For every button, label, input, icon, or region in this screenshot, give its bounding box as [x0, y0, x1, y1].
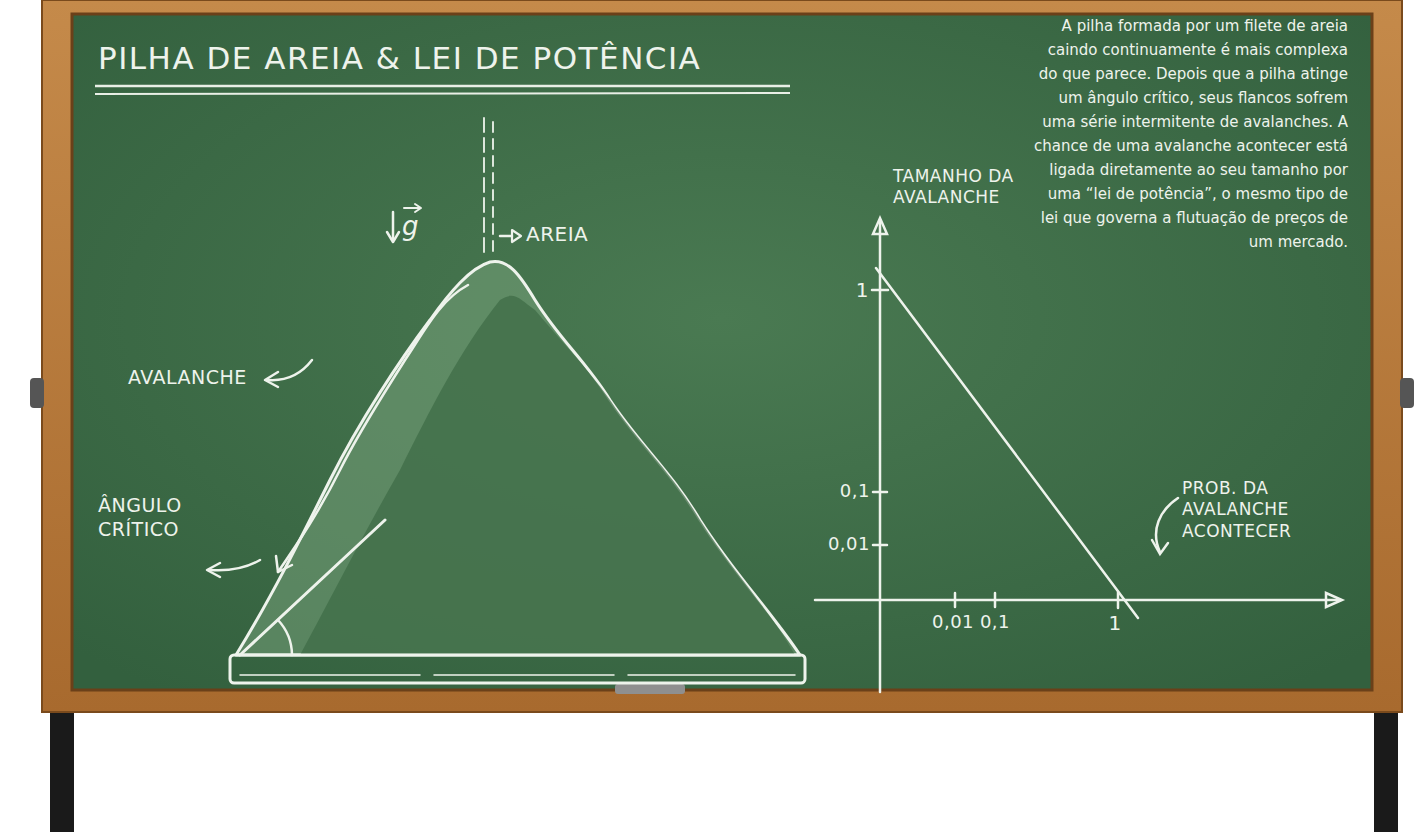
axis-tick — [872, 289, 888, 292]
title-underline — [95, 85, 790, 88]
green-board — [72, 14, 1372, 690]
vector-symbol: g — [402, 210, 426, 243]
tick-label: 1 — [851, 278, 869, 303]
axis-tick — [954, 593, 957, 607]
caption-text: A pilha formada por um filete de areia c… — [1030, 14, 1348, 254]
stand-leg — [1374, 700, 1398, 832]
pointer-arrow — [268, 360, 312, 380]
base-plate — [230, 655, 805, 683]
wood-frame — [42, 0, 1402, 712]
gravity-arrow — [392, 212, 395, 240]
axis-tick — [994, 593, 997, 607]
power-law-chart — [815, 218, 1342, 692]
stand-leg — [50, 700, 74, 832]
part-label: AVALANCHE — [128, 366, 263, 390]
material-label: AREIA — [526, 222, 646, 247]
y-axis — [879, 222, 882, 692]
arrow-head — [415, 204, 421, 212]
arrow-head — [276, 556, 292, 572]
arrow-head — [387, 232, 399, 242]
pointer-arrow — [500, 235, 512, 238]
axis-tick — [873, 491, 887, 494]
frame-knob — [1400, 378, 1414, 408]
arrow-head — [873, 218, 887, 234]
arrow-head — [265, 372, 278, 387]
base-plate-edge — [240, 674, 795, 676]
tick-label: 0,01 — [814, 533, 870, 556]
x-axis — [815, 599, 1338, 602]
critical-angle-line — [240, 520, 385, 655]
sand-stream — [492, 122, 494, 256]
arrow-head — [1152, 540, 1168, 554]
axis-tick — [873, 544, 887, 547]
tick-label: 1 — [1100, 611, 1130, 636]
axis-title: TAMANHO DA AVALANCHE — [893, 166, 1021, 209]
sand-stream — [483, 118, 485, 258]
tick-label: 0,01 — [928, 611, 978, 634]
arrow-head — [1326, 593, 1342, 607]
sand-pile — [236, 261, 800, 655]
curve-label: PROB. DA AVALANCHE ACONTECER — [1182, 478, 1310, 542]
part-label: ÂNGULO CRÍTICO — [98, 494, 208, 542]
vector-mark — [404, 207, 420, 209]
title-underline — [95, 93, 790, 94]
arrow-head — [512, 230, 521, 242]
power-law-line — [876, 268, 1138, 618]
board-title: PILHA DE AREIA & LEI DE POTÊNCIA — [98, 40, 701, 76]
frame-knob — [30, 378, 44, 408]
chalk-tray — [615, 684, 685, 694]
tick-label: 0,1 — [974, 611, 1016, 634]
angle-arc — [278, 620, 292, 655]
avalanche-flow — [278, 285, 468, 572]
arrow-head — [207, 563, 220, 577]
tick-label: 0,1 — [826, 480, 870, 503]
pile-interior — [300, 296, 795, 655]
sandpile-drawing — [207, 118, 805, 683]
